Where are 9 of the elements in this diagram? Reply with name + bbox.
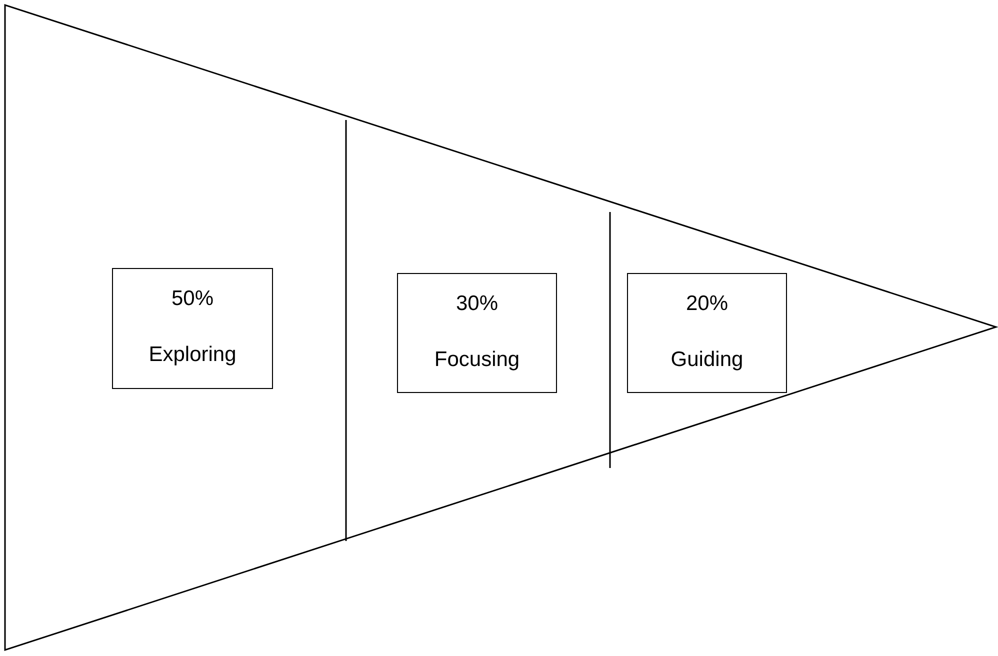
stage-box — [627, 273, 787, 393]
percentage-label: 50% — [171, 287, 214, 311]
percentage-label: 30% — [456, 292, 498, 316]
percentage-label: 20% — [686, 292, 728, 316]
stage-box — [112, 268, 273, 389]
stage-label: Guiding — [670, 348, 744, 372]
stage-label: Focusing — [434, 348, 520, 372]
stage-label: Exploring — [148, 343, 236, 367]
stage-box — [397, 273, 557, 393]
